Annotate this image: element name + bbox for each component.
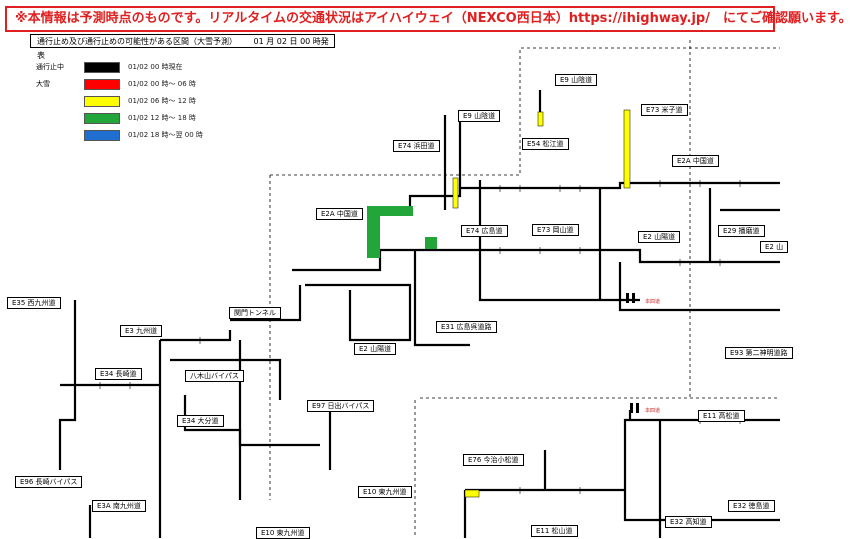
legend-text-4: 01/02 18 時～翌 00 時 <box>128 131 203 139</box>
route-label-e73-okayama: E73 岡山道 <box>532 224 579 236</box>
expressway-network-map: 本四道 本四道 <box>58 40 780 538</box>
section-e74-yellow <box>452 177 459 209</box>
route-label-e2-sanyo: E2 山陽道 <box>638 231 681 243</box>
section-e54-yellow <box>537 111 544 127</box>
route-label-e74-hiroshima: E74 広島道 <box>461 225 508 237</box>
route-label-e2-right: E2 山 <box>760 241 789 253</box>
boundary-chugoku-north <box>270 47 780 176</box>
route-label-e31: E31 広島呉道路 <box>436 321 497 333</box>
legend-text-1: 01/02 00 時～ 06 時 <box>128 80 196 88</box>
route-label-e9: E9 山陰道 <box>555 74 598 86</box>
route-label-e76: E76 今治小松道 <box>463 454 524 466</box>
route-label-e11-matsuyama: E11 松山道 <box>531 525 578 537</box>
road-yatsushiro-bypass <box>170 358 282 400</box>
route-label-e96: E96 長崎バイパス <box>15 476 83 488</box>
legend-swatch-blue <box>84 130 120 141</box>
section-e2a-green-b <box>367 206 380 258</box>
forecast-title-box: 通行止め及び通行止めの可能性がある区間（大雪予測） 01 月 02 日 00 時… <box>30 34 335 60</box>
road-e2-sanyo <box>292 248 780 272</box>
route-label-e10: E10 東九州道 <box>358 486 412 498</box>
road-e73-okayama <box>478 180 640 302</box>
route-label-e93: E93 第二神明道路 <box>725 347 793 359</box>
route-label-e34: E34 長崎道 <box>95 368 142 380</box>
road-e2a-main <box>370 181 780 210</box>
route-label-e32-kochi: E32 高知道 <box>665 516 712 528</box>
route-label-kanmon: 関門トンネル <box>229 307 281 319</box>
legend-swatch-black <box>84 62 120 73</box>
road-e31 <box>413 250 470 347</box>
route-label-e10-2: E10 東九州道 <box>256 527 310 539</box>
road-e2-loop-west <box>305 283 412 342</box>
route-label-e97: E97 日出バイパス <box>307 400 375 412</box>
route-label-e3a: E3A 南九州道 <box>92 500 146 512</box>
section-e2a-green-a <box>367 206 413 216</box>
issued-timestamp: 01 月 02 日 00 時発表 <box>37 37 329 60</box>
road-kanmon <box>230 285 302 322</box>
route-label-e2a-1: E2A 中国道 <box>672 155 719 167</box>
route-label-e11: E11 高松道 <box>698 410 745 422</box>
route-label-e32: E32 徳島道 <box>728 500 775 512</box>
section-e11-yellow <box>464 489 480 498</box>
route-label-e74: E74 浜田道 <box>393 140 440 152</box>
section-honshi-closed-d <box>632 293 635 303</box>
region-boundaries <box>269 40 780 538</box>
route-label-e9-2: E9 山陰道 <box>458 110 501 122</box>
legend-swatch-green <box>84 113 120 124</box>
route-label-e29: E29 播磨道 <box>718 225 765 237</box>
road-e32 <box>623 490 780 522</box>
honshi-note-1: 本四道 <box>645 298 660 305</box>
honshi-note-2: 本四道 <box>645 407 660 414</box>
section-honshi-closed-a <box>630 403 633 413</box>
route-label-e3: E3 九州道 <box>120 325 163 337</box>
forecast-title: 通行止め及び通行止めの可能性がある区間（大雪予測） <box>37 37 237 46</box>
legend-label-closed: 通行止中 <box>36 63 64 71</box>
disclaimer-banner: ※本情報は予測時点のものです。リアルタイムの交通状況はアイハイウェイ（NEXCO… <box>5 6 852 32</box>
road-e93 <box>618 262 780 312</box>
section-e73-yellow <box>623 109 631 189</box>
route-label-e34-oita: E34 大分道 <box>177 415 224 427</box>
legend-text-2: 01/02 06 時～ 12 時 <box>128 97 196 105</box>
section-green-c <box>425 237 437 249</box>
legend-swatch-red <box>84 79 120 90</box>
route-label-e2-sanyo-2: E2 山陽道 <box>354 343 397 355</box>
route-label-yatsushiro: 八木山バイパス <box>185 370 244 382</box>
road-e35 <box>58 300 77 470</box>
route-label-e73: E73 米子道 <box>641 104 688 116</box>
snow-forecast-sections <box>367 109 639 498</box>
legend-swatch-yellow <box>84 96 120 107</box>
route-label-e35: E35 西九州道 <box>7 297 61 309</box>
legend-label-snow: 大雪 <box>36 80 50 88</box>
interchange-markers <box>99 180 741 494</box>
road-e3-north <box>160 330 232 342</box>
route-label-e54: E54 松江道 <box>522 138 569 150</box>
legend-text-3: 01/02 12 時～ 18 時 <box>128 114 196 122</box>
legend-text-0: 01/02 00 時現在 <box>128 63 183 71</box>
route-label-e2a-2: E2A 中国道 <box>316 208 363 220</box>
section-honshi-closed-b <box>636 403 639 413</box>
road-network <box>58 90 780 538</box>
section-honshi-closed-c <box>626 293 629 303</box>
